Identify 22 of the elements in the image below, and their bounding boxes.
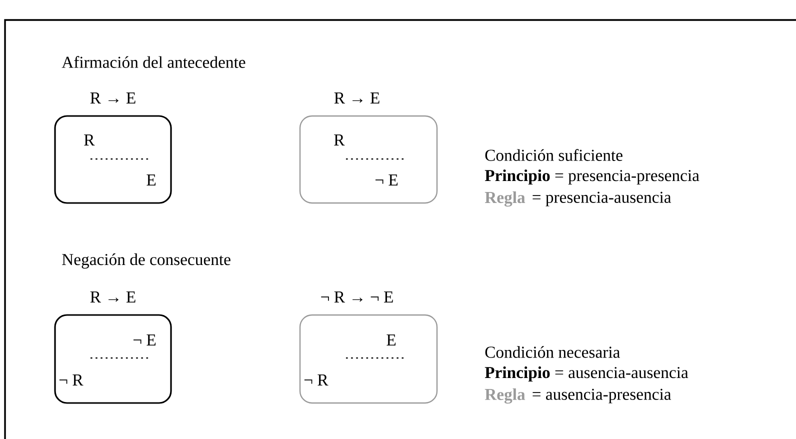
- formula-term: ¬ E: [134, 334, 156, 346]
- formula-heading: R → E: [90, 92, 136, 104]
- rule-term: Regla: [484, 191, 526, 207]
- formula-term: E: [146, 174, 156, 186]
- formula-heading: R → E: [334, 92, 380, 104]
- formula-heading: R → E: [90, 292, 136, 302]
- section-heading: Afirmación del antecedente: [62, 56, 246, 68]
- definition-text: = presencia-ausencia: [532, 192, 672, 206]
- rule-term: Regla: [484, 388, 526, 404]
- definition-text: Condición necesaria: [485, 346, 620, 358]
- definition-text: Principio = ausencia-ausencia: [484, 366, 688, 382]
- formula-term: ¬ E: [376, 174, 398, 186]
- definition-text: = ausencia-presencia: [532, 388, 672, 404]
- formula-term: R: [334, 134, 345, 146]
- formula-term: R: [84, 134, 95, 146]
- formula-term: E: [386, 334, 396, 346]
- section-heading: Negación de consecuente: [62, 253, 230, 269]
- formula-term: ¬ R: [59, 374, 84, 386]
- formula-term: ¬ R: [304, 374, 328, 386]
- definition-text: Principio = presencia-presencia: [484, 169, 700, 185]
- formula-heading: ¬ R → ¬ E: [321, 292, 393, 302]
- definition-text: Condición suficiente: [485, 149, 622, 161]
